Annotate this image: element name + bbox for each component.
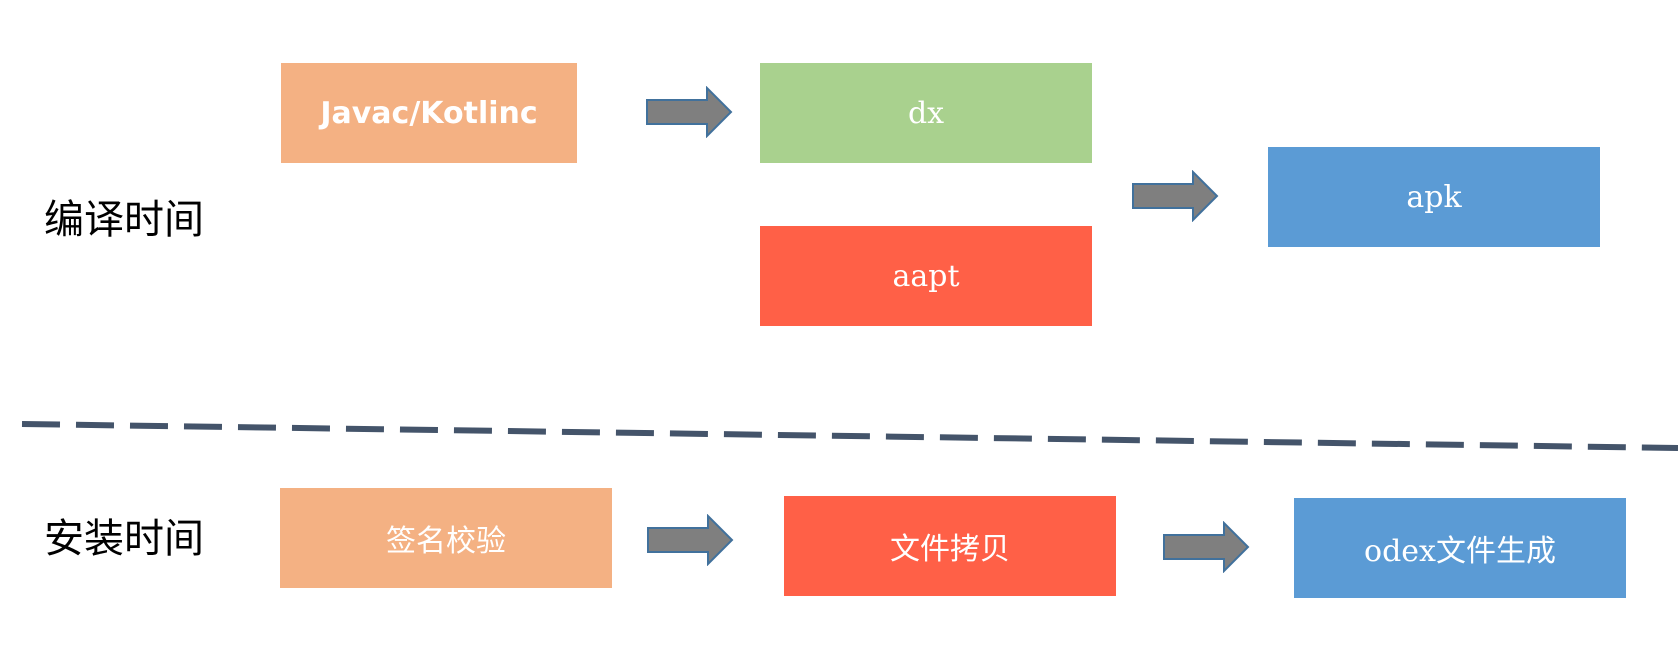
- arrow-right-icon: [1163, 521, 1250, 573]
- javac-kotlinc-box: Javac/Kotlinc: [281, 63, 577, 163]
- dx-box: dx: [760, 63, 1092, 163]
- file-copy-box: 文件拷贝: [784, 496, 1116, 596]
- aapt-box: aapt: [760, 226, 1092, 326]
- apk-box: apk: [1268, 147, 1600, 247]
- arrow-right-icon: [646, 86, 733, 138]
- arrow-right-icon: [647, 514, 734, 566]
- arrow-right-icon: [1132, 170, 1219, 222]
- compile-time-label: 编译时间: [44, 197, 204, 243]
- install-time-label: 安装时间: [44, 516, 204, 562]
- odex-generate-box: odex文件生成: [1294, 498, 1626, 598]
- signature-verify-box: 签名校验: [280, 488, 612, 588]
